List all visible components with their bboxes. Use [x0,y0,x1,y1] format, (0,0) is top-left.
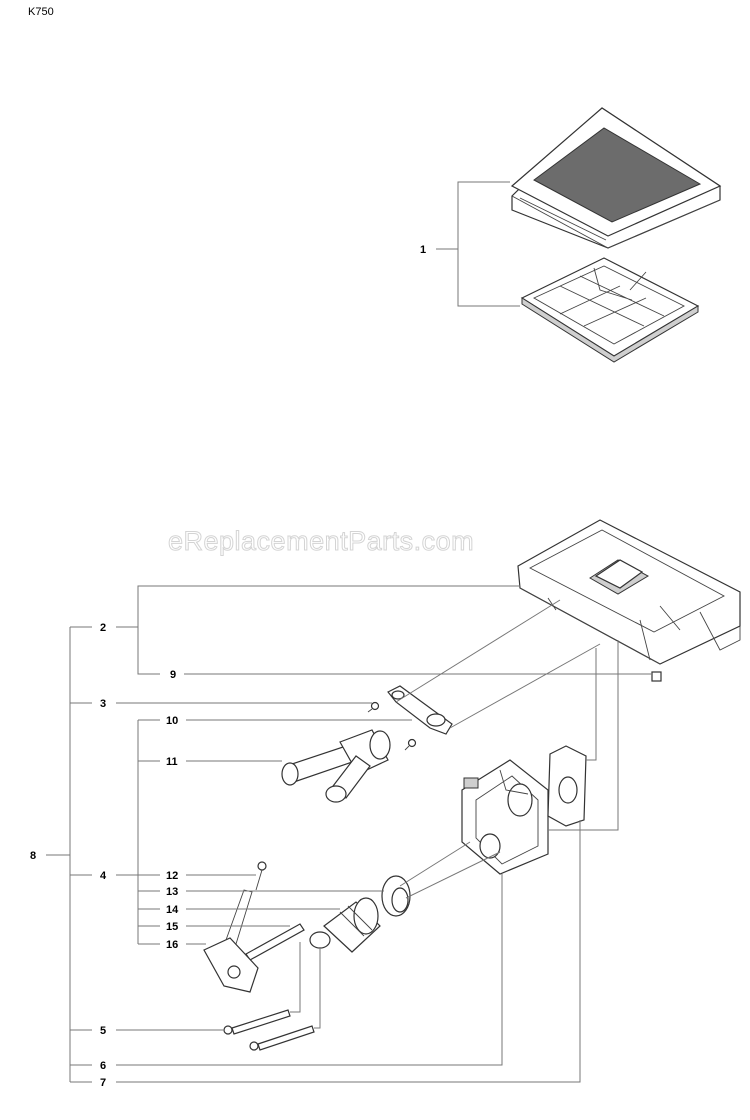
carburetor-gasket [547,745,587,827]
callout-1-leader [436,181,520,307]
intake-manifold [309,897,381,953]
callout-1: 1 [420,244,426,256]
watermark-text: eReplacementParts.com [167,526,475,557]
air-filter-element [520,257,700,363]
screw-12 [255,861,267,891]
callout-15: 15 [166,921,178,933]
callout-5: 5 [100,1025,106,1037]
callout-leaders [46,585,652,1083]
callout-2: 2 [100,622,106,634]
mount-bracket [203,889,259,993]
callout-4: 4 [100,870,107,882]
carburetor [461,759,549,875]
support-rod [245,923,305,961]
callout-11: 11 [166,756,178,768]
callout-7: 7 [100,1077,106,1089]
nut-part [651,671,662,682]
callout-8: 8 [30,850,36,862]
assembly-guide-lines [395,599,619,899]
air-filter-cover [510,107,722,249]
intake-flange [367,685,453,751]
callout-13: 13 [166,886,178,898]
long-bolt-6 [249,1025,315,1051]
intake-y-pipe [281,729,391,803]
callout-12: 12 [166,870,178,882]
callout-16: 16 [166,939,178,951]
callout-3: 3 [100,698,106,710]
callout-9: 9 [170,669,176,681]
callout-6: 6 [100,1060,106,1072]
callout-10: 10 [166,715,178,727]
callout-14: 14 [166,904,179,916]
long-bolt-5 [223,1009,291,1035]
air-box-base [517,519,741,665]
model-label: K750 [28,6,54,18]
